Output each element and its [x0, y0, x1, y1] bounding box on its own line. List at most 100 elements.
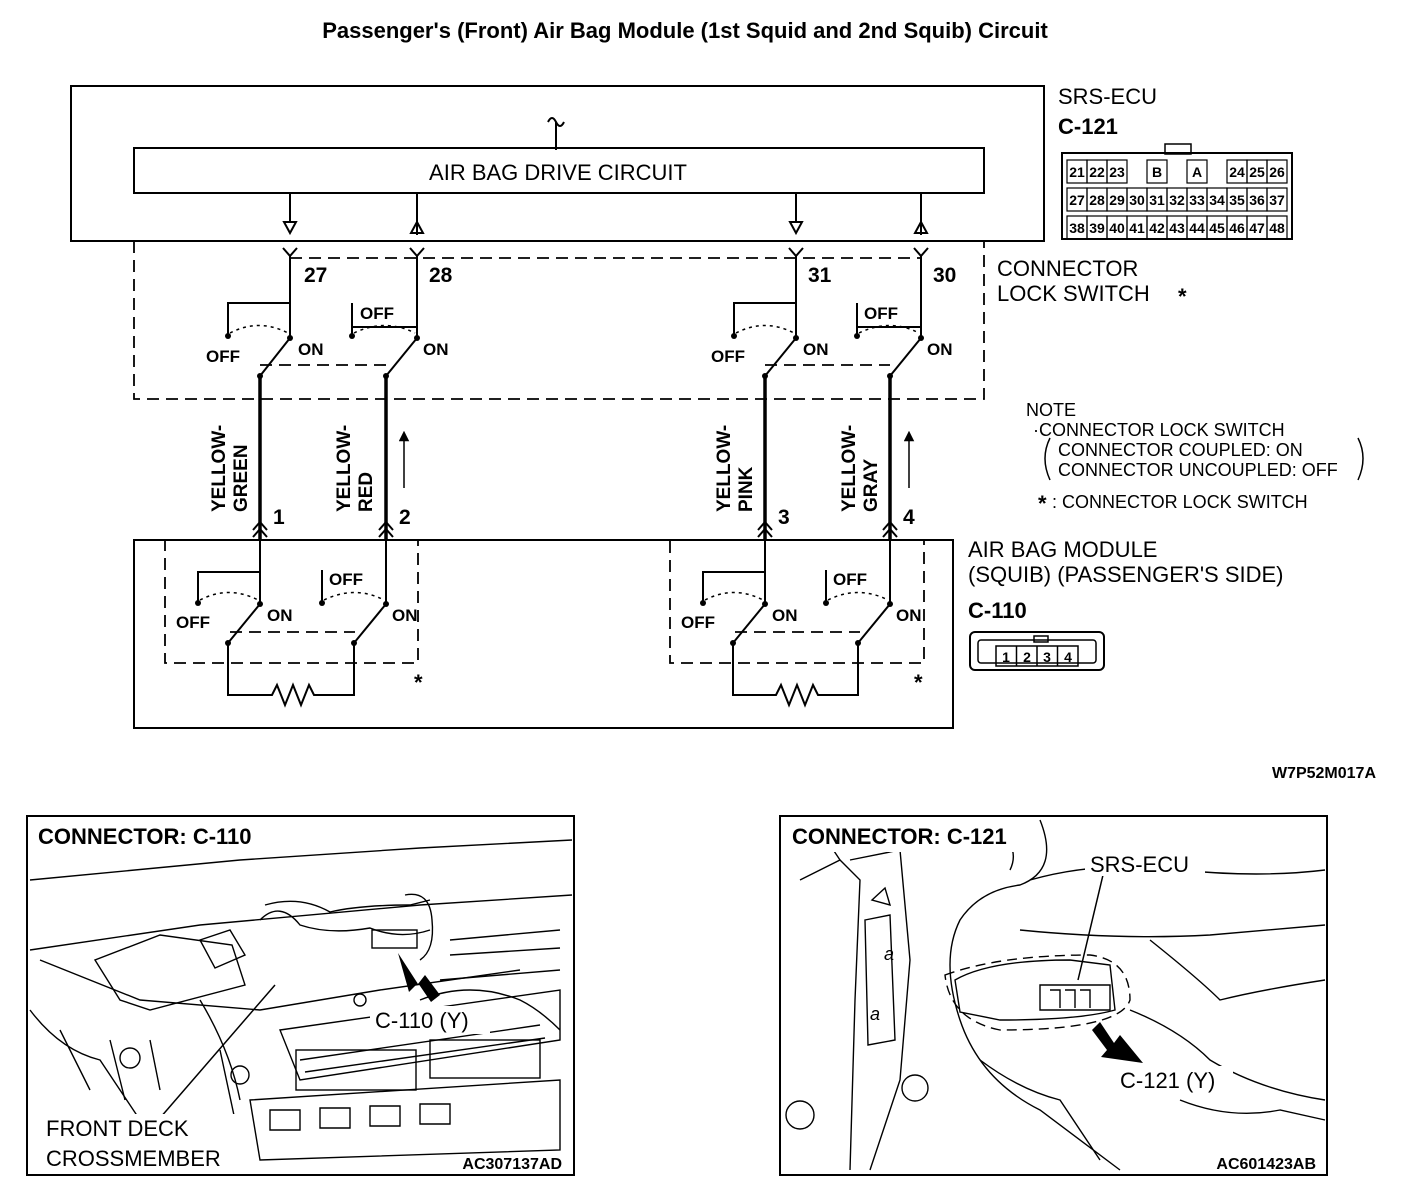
wire-color-3-line1: YELLOW-	[714, 425, 735, 512]
switch-on-label: ON	[298, 340, 324, 359]
lock-switch-label-2: LOCK SWITCH	[997, 281, 1150, 306]
c121-pin-label: 38	[1069, 220, 1085, 236]
panel-c110-illustration	[29, 839, 573, 1161]
module-label-1: AIR BAG MODULE	[968, 537, 1157, 562]
air-bag-module-box	[133, 539, 954, 729]
module-switch-pin-4	[823, 540, 893, 646]
panel-c110-title: CONNECTOR: C-110	[38, 824, 252, 849]
c110-pin-4: 4	[1064, 649, 1072, 665]
switch-off-label: OFF	[176, 613, 210, 632]
c121-pin-label: 37	[1269, 192, 1285, 208]
note-star: *	[1038, 491, 1047, 516]
srs-ecu-label: SRS-ECU	[1058, 84, 1157, 109]
switch-on-label: ON	[896, 606, 922, 625]
c121-pin-label: 21	[1069, 164, 1085, 180]
switch-off-label: OFF	[360, 304, 394, 323]
note-star-line: : CONNECTOR LOCK SWITCH	[1052, 492, 1308, 512]
switch-on-label: ON	[772, 606, 798, 625]
panel-c121-code: AC601423AB	[1216, 1156, 1316, 1173]
c121-pin-label: B	[1152, 164, 1162, 180]
lock-switch-pin-31	[731, 256, 799, 379]
c121-pin-cell	[1266, 187, 1288, 212]
module-pin-4: 4	[903, 506, 915, 529]
module-pin-1: 1	[273, 506, 285, 529]
switch-off-label: OFF	[681, 613, 715, 632]
c121-pin-label: 42	[1149, 220, 1165, 236]
note-line-1: ·CONNECTOR LOCK SWITCH	[1033, 420, 1285, 440]
c121-pin-label: 46	[1229, 220, 1245, 236]
c110-pin-2: 2	[1023, 649, 1031, 665]
c121-pin-label: 31	[1149, 192, 1165, 208]
lock-switch-star: *	[1178, 284, 1187, 309]
c121-pin-label: 35	[1229, 192, 1245, 208]
note-line-3: CONNECTOR UNCOUPLED: OFF	[1058, 460, 1338, 480]
front-deck-label-2: CROSSMEMBER	[46, 1146, 221, 1171]
c121-pin-label: 47	[1249, 220, 1265, 236]
squib-resistor-right	[732, 643, 859, 708]
module-lock-switch-box-left	[164, 539, 419, 664]
c121-pin-label: 25	[1249, 164, 1265, 180]
note-title: NOTE	[1026, 400, 1076, 420]
panel-c121-ecu-label: SRS-ECU	[1090, 852, 1189, 877]
module-pin-3: 3	[778, 506, 790, 529]
c121-pin-cell	[1186, 159, 1208, 184]
c110-connector-face	[969, 631, 1105, 671]
ecu-pin-30: 30	[933, 264, 956, 287]
panel-c121-title: CONNECTOR: C-121	[792, 824, 1007, 849]
c121-pin-label: 23	[1109, 164, 1125, 180]
lock-switch-pin-28	[349, 256, 420, 379]
c121-pin-label: 44	[1189, 220, 1205, 236]
c121-pin-label: 22	[1089, 164, 1105, 180]
c110-pin-3: 3	[1043, 649, 1051, 665]
switch-off-label: OFF	[833, 570, 867, 589]
switch-off-label: OFF	[329, 570, 363, 589]
svg-text:a: a	[884, 944, 894, 964]
c121-pin-label: 34	[1209, 192, 1225, 208]
switch-off-label: OFF	[711, 347, 745, 366]
drive-circuit-label: AIR BAG DRIVE CIRCUIT	[429, 160, 687, 185]
module-label-2: (SQUIB) (PASSENGER'S SIDE)	[968, 562, 1284, 587]
c121-pin-cell	[1266, 215, 1288, 240]
c121-label: C-121	[1058, 114, 1118, 139]
c121-pin-label: 43	[1169, 220, 1185, 236]
c110-label: C-110	[968, 598, 1027, 623]
switch-off-label: OFF	[864, 304, 898, 323]
switch-on-label: ON	[392, 606, 418, 625]
harness-wires	[258, 376, 915, 540]
module-star-left: *	[414, 670, 423, 695]
c121-pin-label: 36	[1249, 192, 1265, 208]
c121-pin-cell	[1266, 159, 1288, 184]
lock-switch-dashed-box	[133, 241, 985, 400]
c121-pin-label: 41	[1129, 220, 1145, 236]
wire-color-1-line2: GREEN	[231, 444, 252, 512]
air-bag-drive-circuit-box	[133, 147, 985, 194]
module-switch-pin-2	[319, 540, 389, 646]
c121-pin-label: 40	[1109, 220, 1125, 236]
note-bracket-right	[1357, 437, 1364, 481]
module-switch-pin-1	[195, 540, 263, 646]
panel-c110-frame	[26, 815, 575, 1176]
switch-off-label: OFF	[206, 347, 240, 366]
squib-resistor-left	[227, 643, 355, 708]
ecu-pin-31: 31	[808, 264, 832, 287]
c121-pin-label: 24	[1229, 164, 1245, 180]
note-bracket-left	[1044, 437, 1051, 481]
c121-pin-label: A	[1192, 164, 1202, 180]
c121-pin-label: 32	[1169, 192, 1185, 208]
wire-color-3-line2: PINK	[736, 466, 757, 512]
c121-pin-label: 39	[1089, 220, 1105, 236]
panel-c110-code: AC307137AD	[462, 1156, 562, 1173]
panel-c121-callout: C-121 (Y)	[1120, 1068, 1215, 1093]
panel-c121-frame	[779, 815, 1328, 1176]
wire-color-4-line2: GRAY	[861, 459, 882, 512]
c121-pin-label: 45	[1209, 220, 1225, 236]
ecu-pin-28: 28	[429, 264, 453, 287]
c121-pin-label: 30	[1129, 192, 1145, 208]
wire-color-2-line1: YELLOW-	[334, 425, 355, 512]
c121-pin-label: 26	[1269, 164, 1285, 180]
ecu-pin-27: 27	[304, 264, 327, 287]
ecu-pin-sockets	[282, 247, 929, 258]
module-pin-2: 2	[399, 506, 411, 529]
